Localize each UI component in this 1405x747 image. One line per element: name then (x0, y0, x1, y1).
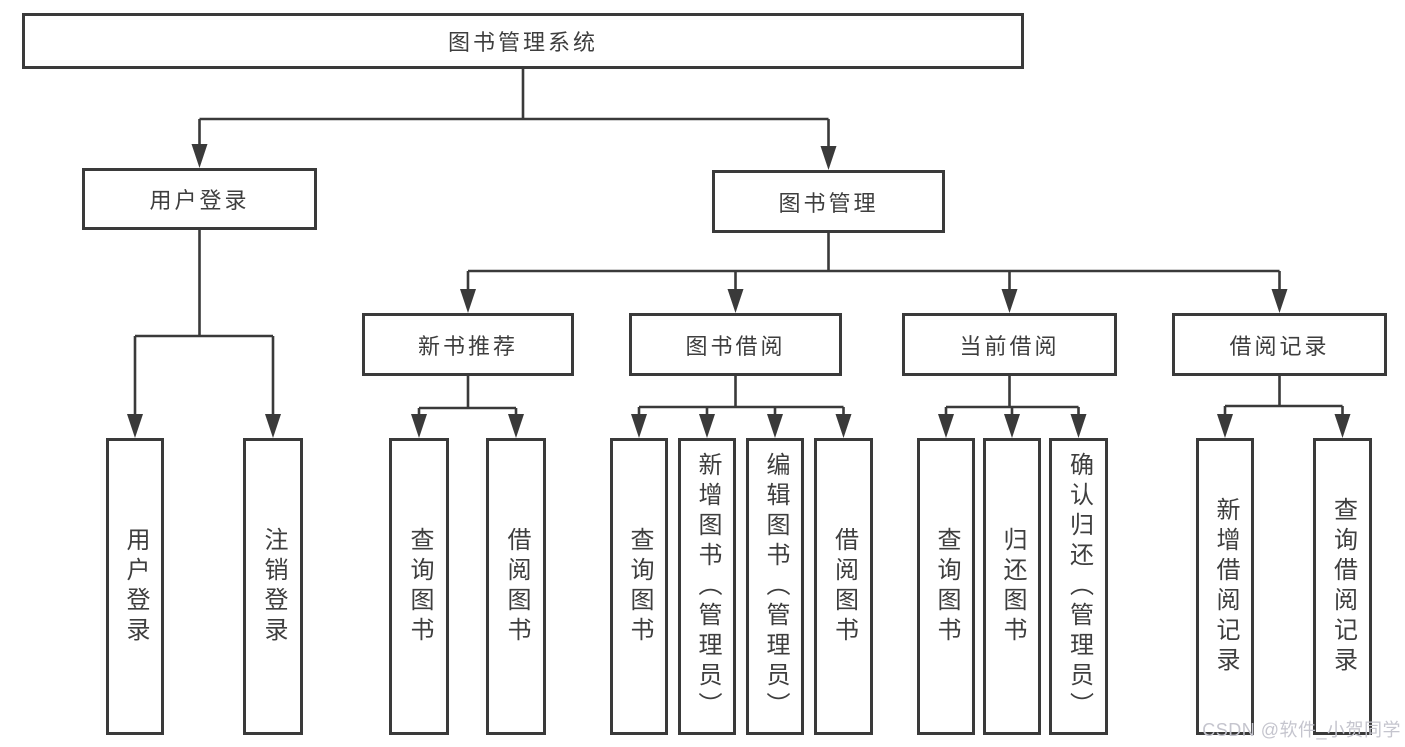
arrow-down-icon (938, 414, 954, 438)
leaf-borrowing-borrow-books: 借阅图书 (814, 438, 873, 735)
node-user-login: 用户登录 (82, 168, 317, 230)
csdn-watermark: CSDN @软件_小贺同学 (1202, 720, 1401, 740)
leaf-borrowing-add-books-admin: 新增图书（管理员） (678, 438, 736, 735)
node-borrowing-records: 借阅记录 (1172, 313, 1387, 376)
arrow-down-icon (265, 414, 281, 438)
arrow-down-icon (767, 414, 783, 438)
arrow-down-icon (127, 414, 143, 438)
leaf-newbooks-query-books: 查询图书 (389, 438, 449, 735)
leaf-current-return-books: 归还图书 (983, 438, 1041, 735)
arrow-down-icon (631, 414, 647, 438)
leaf-borrowing-edit-books-admin: 编辑图书（管理员） (746, 438, 804, 735)
arrow-down-icon (820, 146, 837, 170)
arrow-down-icon (411, 414, 427, 438)
node-book-management: 图书管理 (712, 170, 945, 233)
leaf-logout: 注销登录 (243, 438, 303, 735)
leaf-records-add-record: 新增借阅记录 (1196, 438, 1254, 735)
leaf-user-login: 用户登录 (106, 438, 164, 735)
arrow-down-icon (1004, 414, 1020, 438)
arrow-down-icon (508, 414, 524, 438)
leaf-current-confirm-return-admin: 确认归还（管理员） (1049, 438, 1108, 735)
leaf-current-query-books: 查询图书 (917, 438, 975, 735)
arrow-down-icon (1334, 414, 1351, 438)
leaf-borrowing-query-books: 查询图书 (610, 438, 668, 735)
arrow-down-icon (1001, 289, 1018, 313)
arrow-down-icon (1271, 289, 1288, 313)
arrowheads (127, 144, 1351, 438)
arrow-down-icon (727, 289, 744, 313)
leaf-records-query-record: 查询借阅记录 (1313, 438, 1372, 735)
arrow-down-icon (460, 289, 476, 313)
node-book-borrowing: 图书借阅 (629, 313, 842, 376)
arrow-down-icon (191, 144, 208, 168)
node-current-borrowing: 当前借阅 (902, 313, 1117, 376)
node-root-system: 图书管理系统 (22, 13, 1024, 69)
leaf-newbooks-borrow-books: 借阅图书 (486, 438, 546, 735)
arrow-down-icon (1217, 414, 1233, 438)
connector-paths (133, 69, 1344, 416)
arrow-down-icon (699, 414, 715, 438)
arrow-down-icon (1070, 414, 1087, 438)
arrow-down-icon (835, 414, 852, 438)
node-new-book-recommend: 新书推荐 (362, 313, 574, 376)
